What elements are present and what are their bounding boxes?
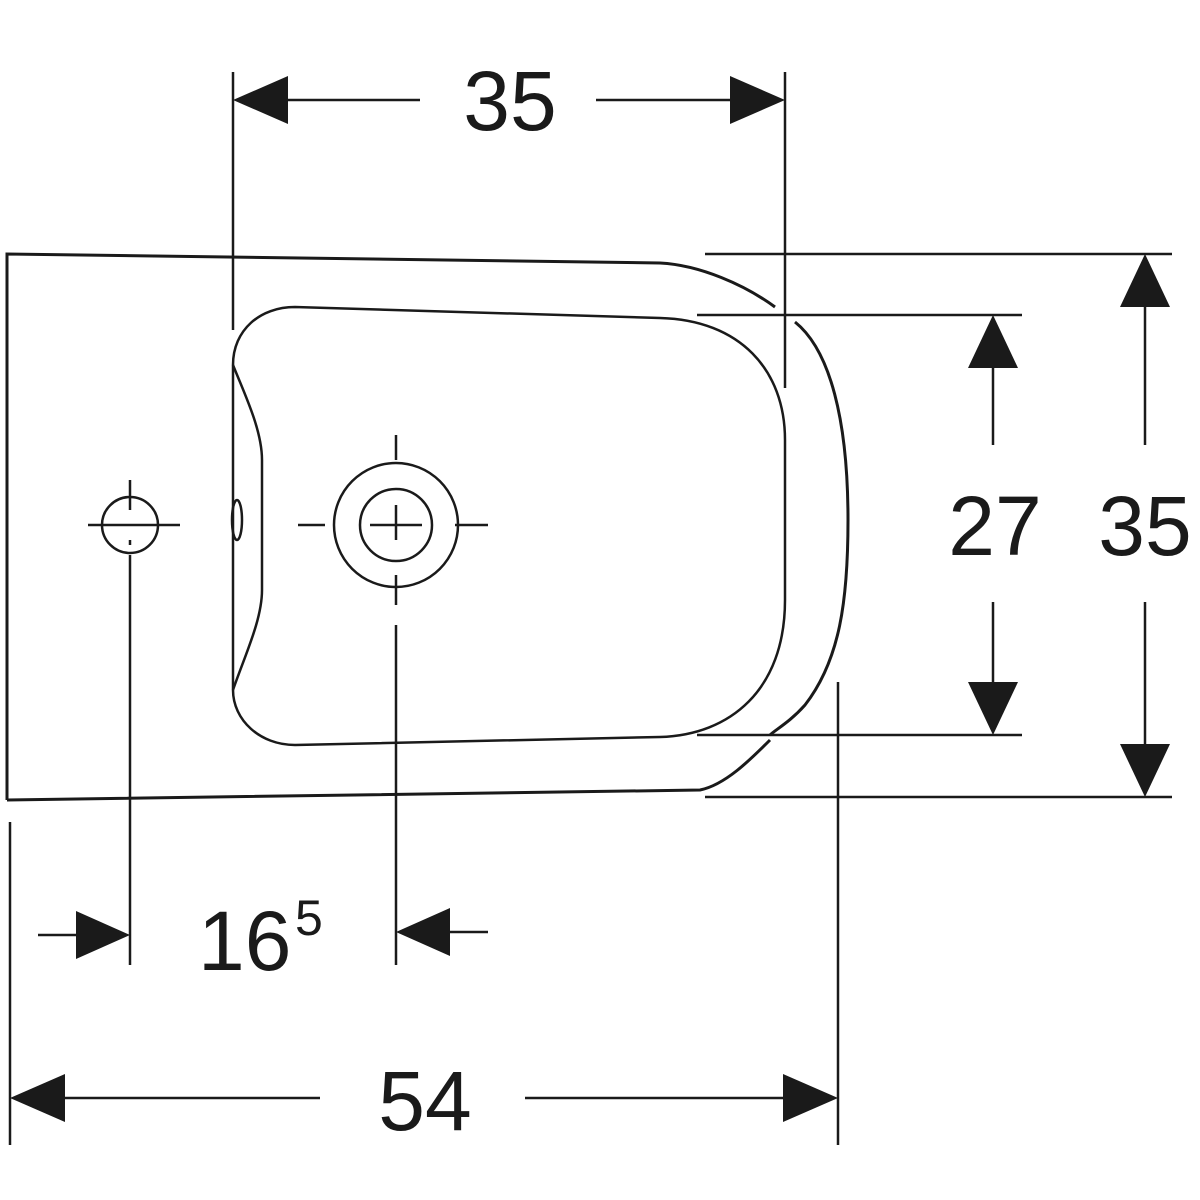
tap-hole bbox=[298, 435, 488, 965]
dimension-label-total-length: 54 bbox=[378, 1054, 471, 1148]
dimension-label-hole-offset-superscript: 5 bbox=[295, 890, 323, 946]
dimension-total-length: 54 bbox=[8, 682, 840, 1148]
dimension-label-inner-depth: 27 bbox=[948, 479, 1041, 573]
dimension-hole-offset: 16 5 bbox=[38, 890, 488, 988]
bidet-outline bbox=[5, 252, 850, 802]
fixing-hole-left bbox=[88, 480, 180, 965]
dimension-right: 27 35 bbox=[697, 252, 1192, 799]
dimension-label-outer-depth: 35 bbox=[1098, 479, 1191, 573]
dimension-top-width: 35 bbox=[231, 54, 787, 388]
dimension-label-hole-offset: 16 bbox=[198, 894, 291, 988]
dimension-label-top: 35 bbox=[463, 54, 556, 148]
basin-outline bbox=[230, 305, 787, 747]
